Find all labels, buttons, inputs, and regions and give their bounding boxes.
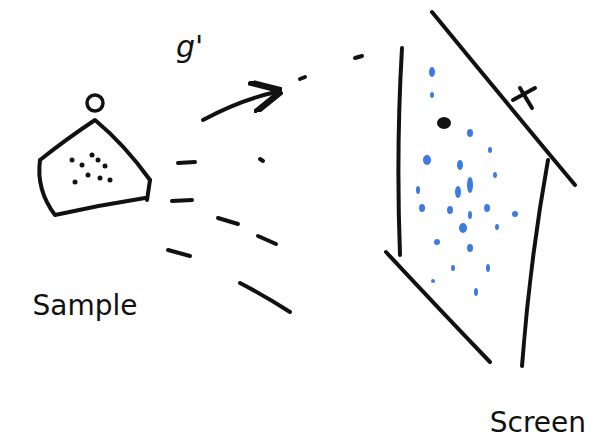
atom-dot [103,164,108,169]
atom-dot [96,158,101,163]
wave-vector-label: g' [176,32,203,62]
detector-screen-outline [378,4,592,441]
blue-spots [416,67,518,296]
sample-crystal: Sample [8,88,162,328]
atom-dot [90,153,95,158]
atom-dot [80,163,85,168]
outline-stroke [40,120,150,180]
atom-dot [70,158,75,163]
scattered-rays [168,56,362,312]
outline-stroke [520,88,532,108]
outline-stroke [39,160,145,215]
outline-stroke [386,252,490,362]
wave-vector-arrow [203,92,276,120]
outline-stroke [432,12,575,185]
atom-dot [86,173,91,178]
atom-dot [108,178,113,183]
outline-stroke [147,180,150,200]
outline-stroke [398,48,402,255]
atom-dot [73,180,78,185]
node-label: Sample [33,291,138,322]
atom-dot [98,176,103,181]
node-label: Screen [490,408,586,439]
central-spot [437,117,451,129]
detector-screen: Screen [378,4,592,441]
outline-stroke [522,160,548,366]
source-circle [87,95,103,111]
